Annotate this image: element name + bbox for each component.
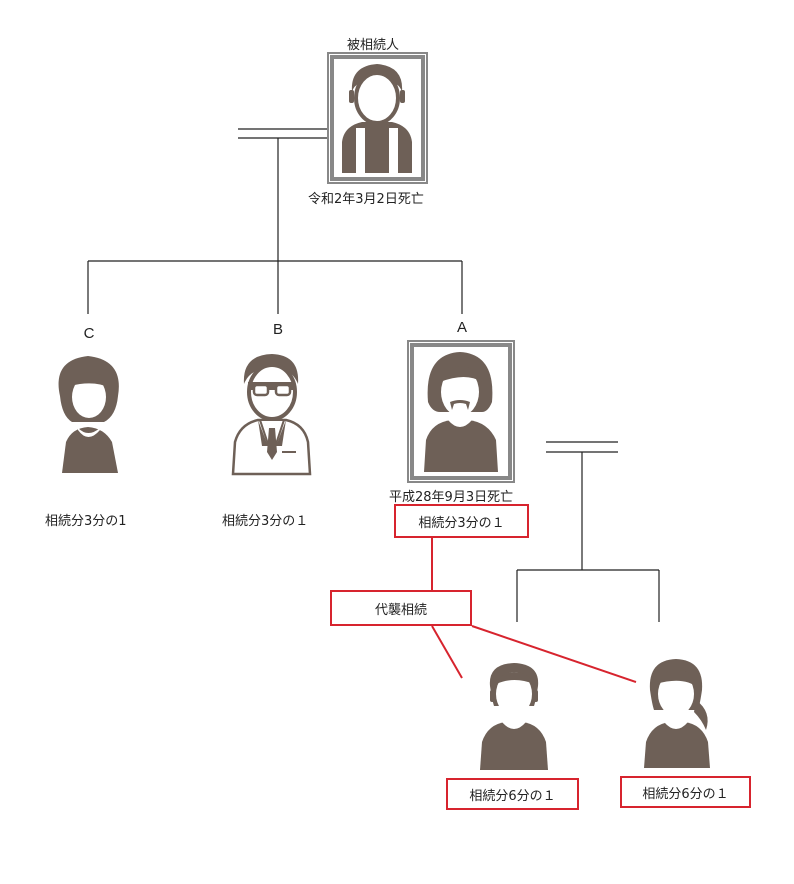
deceased-portrait: [327, 52, 428, 184]
grandchild-1-figure: [480, 663, 548, 770]
representation-lines: [431, 538, 637, 683]
child-c-figure: [58, 356, 119, 473]
deceased-heading: 被相続人: [347, 38, 400, 53]
child-b-share: 相続分3分の１: [222, 514, 309, 529]
child-b-figure: [231, 354, 312, 476]
long-haired-man-icon: [424, 352, 498, 472]
boy-icon: [480, 663, 548, 770]
grandchild-2-share: 相続分6分の１: [642, 786, 729, 802]
girl-icon: [644, 659, 710, 768]
representation-label: 代襲相続: [374, 602, 427, 618]
man-with-glasses-icon: [231, 354, 312, 476]
child-a-letter: A: [456, 319, 467, 336]
grandchild-1-share: 相続分6分の１: [469, 788, 556, 804]
grandchild-1-share-box: 相続分6分の１: [446, 778, 579, 810]
woman-icon: [58, 356, 119, 473]
child-a-share: 相続分3分の１: [418, 515, 505, 531]
deceased-death-date: 令和2年3月2日死亡: [308, 192, 424, 207]
child-b-letter: B: [272, 321, 283, 338]
representation-box: 代襲相続: [330, 590, 472, 626]
connector-lines: [87, 128, 660, 622]
child-c-letter: C: [83, 325, 95, 342]
elderly-man-icon: [342, 64, 412, 173]
child-a-share-box: 相続分3分の１: [394, 504, 529, 538]
child-c-share: 相続分3分の1: [45, 514, 127, 529]
grandchild-2-figure: [644, 659, 710, 768]
child-a-death-date: 平成28年9月3日死亡: [389, 490, 514, 505]
grandchild-2-share-box: 相続分6分の１: [620, 776, 751, 808]
child-a-portrait: [407, 340, 515, 483]
